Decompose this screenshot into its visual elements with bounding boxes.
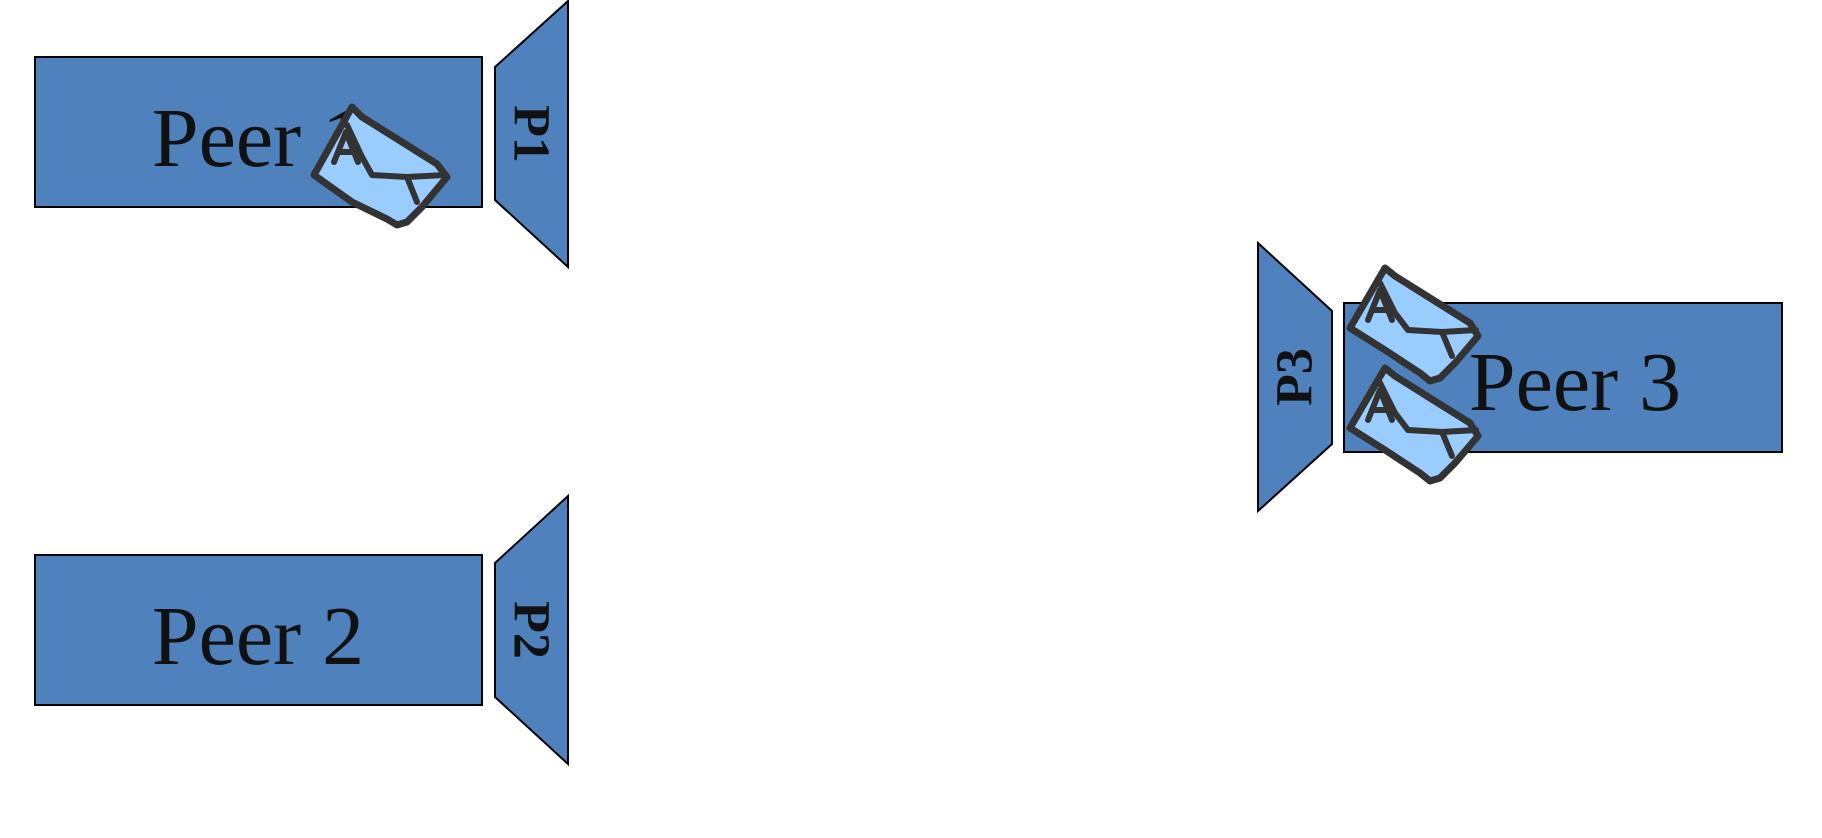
peer-node-1[interactable]: Peer 1	[34, 56, 483, 208]
message-icon-fold	[1377, 280, 1479, 335]
message-icon[interactable]	[1346, 364, 1482, 485]
port-p3[interactable]: P3	[1257, 240, 1333, 514]
port-shape-p3	[1257, 240, 1333, 514]
message-icon-flap	[404, 174, 420, 205]
peer-label-2: Peer 2	[152, 590, 364, 683]
port-shape-p1	[494, 0, 569, 270]
message-icon-flap	[1439, 329, 1455, 359]
port-p2[interactable]: P2	[494, 493, 569, 767]
peer-node-2[interactable]: Peer 2	[34, 554, 483, 706]
message-icon[interactable]	[1346, 264, 1482, 385]
message-icon[interactable]	[310, 103, 451, 229]
message-icon-letter-a	[1365, 287, 1395, 323]
peer-label-3: Peer 3	[1469, 336, 1681, 429]
port-label-p2: P2	[503, 601, 560, 659]
port-p1[interactable]: P1	[494, 0, 569, 270]
peer-node-3[interactable]: Peer 3	[1343, 302, 1783, 453]
port-label-p1: P1	[503, 105, 560, 163]
message-icon-letter-a	[1365, 387, 1395, 423]
port-label-p3: P3	[1267, 348, 1324, 406]
message-icon-fold	[344, 122, 448, 180]
message-icon-flap	[1439, 429, 1455, 459]
port-shape-p2	[494, 493, 569, 767]
message-icon-letter-a	[331, 129, 361, 165]
message-icon-fold	[1377, 380, 1479, 435]
peer-box-2	[34, 554, 483, 706]
